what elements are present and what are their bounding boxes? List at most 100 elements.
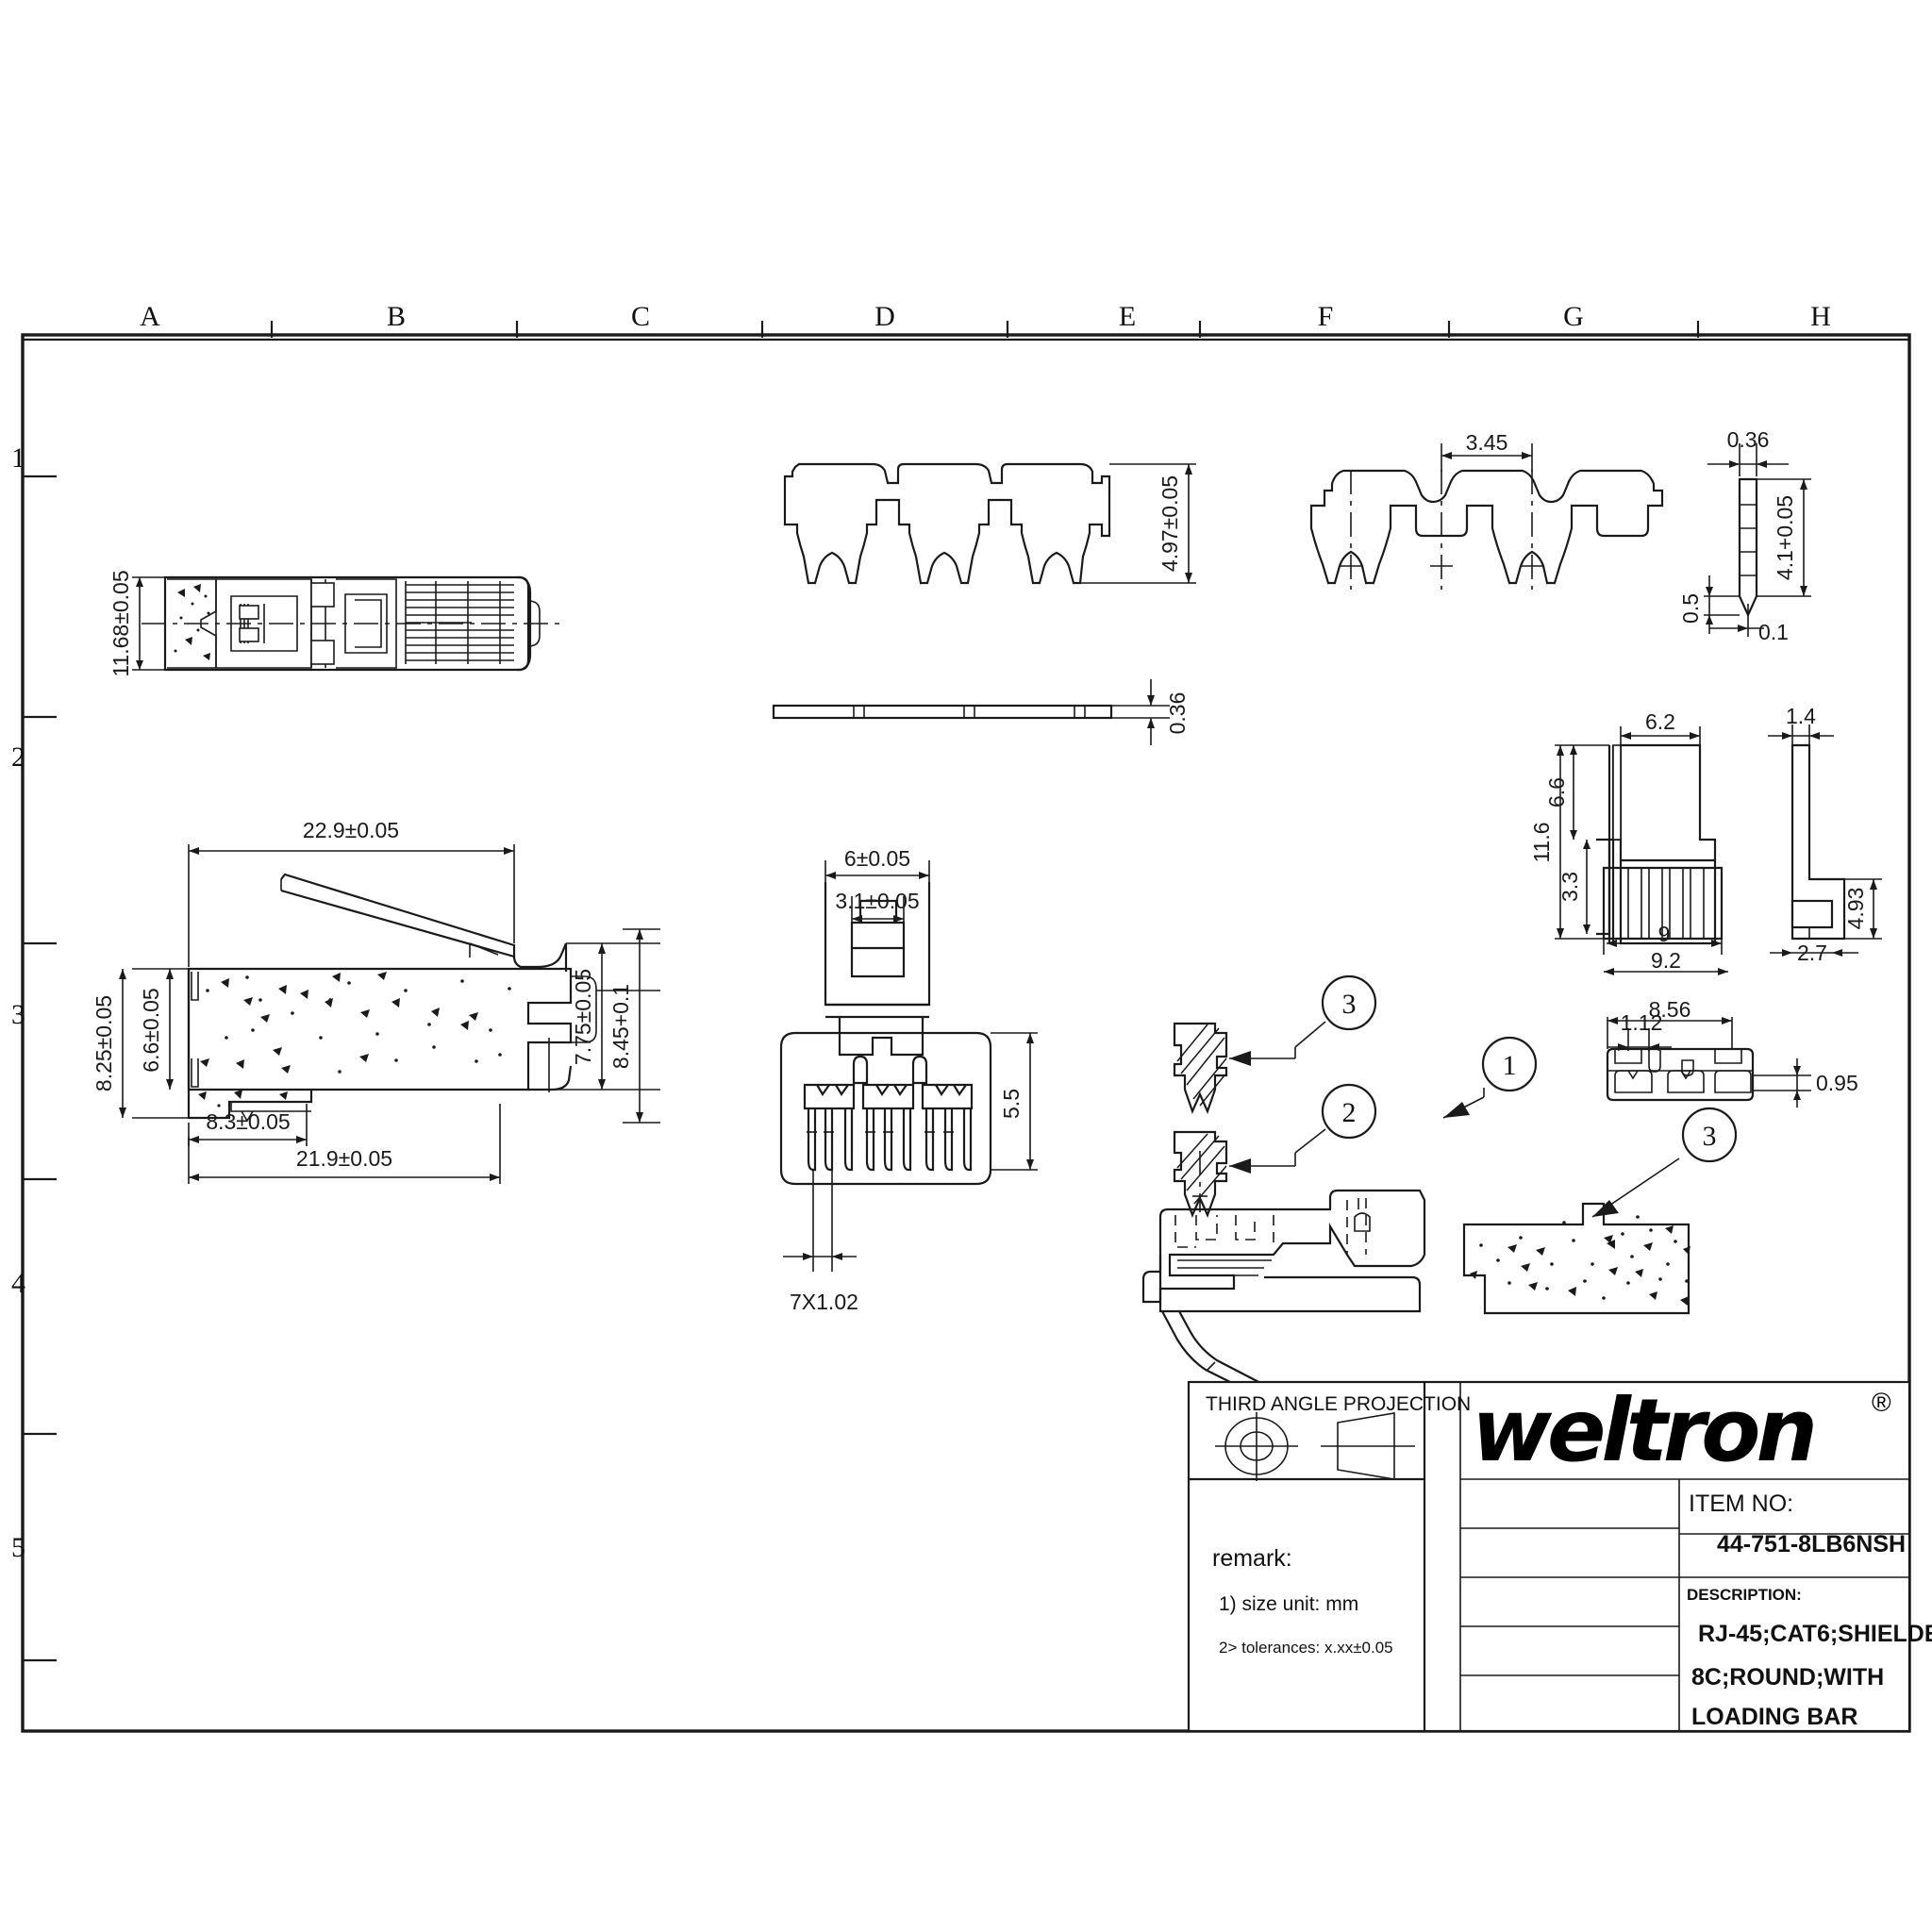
dim-label-side-inner-height: 6.6±0.05: [139, 988, 163, 1072]
grid-labels-top: A B C D E F G H: [140, 301, 1831, 332]
dim-label-strip-thickness: 0.36: [1165, 692, 1190, 735]
dim-label-front-latch-inner-width: 3.1±0.05: [835, 889, 919, 913]
contact-strip-thickness-view: [772, 704, 1170, 720]
grid-label-col-1: B: [387, 301, 406, 332]
dim-front-latch-inner-width: 3.1±0.05: [835, 889, 920, 923]
dim-label-lb-top-overall-width: 8.56: [1649, 997, 1691, 1022]
dim-label-lb-top-width: 6.2: [1645, 709, 1675, 734]
dim-lb-side-thickness: 1.4: [1768, 704, 1834, 747]
dim-lb-top-height: 6.6: [1544, 745, 1577, 840]
grid-label-col-4: E: [1119, 301, 1136, 332]
grid-label-col-5: F: [1318, 301, 1334, 332]
dim-lb-overall-height: 11.6: [1529, 744, 1609, 940]
dim-label-front-contact-height: 5.5: [999, 1089, 1024, 1119]
registered-trademark-symbol: ®: [1872, 1388, 1891, 1417]
contact-profile-view: 0.36 4.1+0.05 0.5 0.1: [1678, 427, 1811, 644]
grid-label-col-2: C: [631, 301, 650, 332]
description-line-1: 8C;ROUND;WITH: [1691, 1664, 1884, 1690]
title-block: THIRD ANGLE PROJECTION remark: 1) size u…: [1187, 1380, 1932, 1733]
dim-strip-height: 4.97±0.05: [1158, 464, 1192, 583]
cable-boot-section-view: [1462, 1202, 1690, 1315]
boot-speckle-texture: [1470, 1215, 1690, 1306]
balloon-label-3-right: 3: [1703, 1121, 1717, 1152]
dim-front-pitch: 7X1.02: [783, 1170, 858, 1314]
remark-line-0: 1) size unit: mm: [1219, 1593, 1358, 1615]
dim-label-profile-height: 4.1+0.05: [1773, 495, 1797, 580]
dim-label-side-overall-height: 8.25±0.05: [92, 995, 116, 1091]
item-no-label: ITEM NO:: [1689, 1491, 1793, 1517]
dim-label-strip-height: 4.97±0.05: [1158, 475, 1182, 572]
dim-label-lb-side-thickness: 1.4: [1786, 704, 1816, 728]
dim-front-latch-width: 6±0.05: [824, 846, 930, 887]
dim-label-lb-top-slot-width: 1.12: [1621, 1010, 1663, 1035]
dim-label-profile-tip-width: 0.1: [1758, 620, 1789, 644]
dim-label-profile-tip-height: 0.5: [1678, 593, 1703, 624]
dim-contact-pitch: 3.45: [1441, 430, 1533, 472]
dim-label-side-front-length: 8.3±0.05: [206, 1109, 290, 1134]
grid-label-row-3: 4: [11, 1268, 25, 1299]
balloon-label-1: 1: [1503, 1050, 1517, 1081]
grid-ticks-left: [23, 475, 57, 1662]
dim-label-front-pitch: 7X1.02: [790, 1290, 858, 1314]
dim-lb-overall-width: 9.2: [1604, 948, 1728, 975]
plug-side-section-view: [132, 873, 660, 1123]
leader-balloon-3-right: 3: [1591, 1107, 1738, 1218]
dim-label-lb-side-step: 2.7: [1797, 941, 1827, 965]
grid-label-col-6: G: [1563, 301, 1584, 332]
dim-label-lb-overall-width: 9.2: [1651, 948, 1681, 973]
dim-lb-top-depth: 0.95: [1793, 1058, 1858, 1108]
dim-lb-top-width: 6.2: [1620, 709, 1701, 747]
loading-bar-side-view: [1790, 743, 1882, 941]
remark-heading: remark:: [1212, 1545, 1292, 1572]
leader-balloon-2: 2: [1229, 1083, 1377, 1174]
contact-strip-front-view: [783, 462, 1196, 585]
dim-lb-top-slot-width: 1.12: [1607, 1010, 1672, 1051]
dim-label-lb-side-height: 4.93: [1843, 888, 1868, 930]
plug-top-view: [142, 575, 561, 672]
dim-label-lb-lower-height: 3.3: [1557, 872, 1582, 902]
dim-label-lb-overall-height: 11.6: [1529, 822, 1554, 862]
dim-front-contact-height: 5.5: [999, 1033, 1034, 1170]
dim-lb-body-width: 9: [1607, 922, 1722, 947]
material-speckle-texture: [174, 584, 210, 660]
balloon-label-2: 2: [1342, 1097, 1357, 1128]
plug-front-view: [779, 882, 1038, 1186]
description-line-0: RJ-45;CAT6;SHIELDED;: [1698, 1621, 1932, 1647]
grid-label-col-3: D: [874, 301, 895, 332]
leader-balloon-1: 1: [1442, 1036, 1538, 1119]
dim-label-top-view-height: 11.68±0.05: [108, 570, 133, 676]
description-line-2: LOADING BAR: [1691, 1704, 1857, 1730]
dim-label-side-overall-length: 22.9±0.05: [303, 818, 399, 842]
brand-name: weltron: [1472, 1380, 1813, 1481]
dim-label-lb-top-height: 6.6: [1544, 777, 1569, 808]
grid-label-row-4: 5: [11, 1532, 25, 1563]
description-label: DESCRIPTION:: [1687, 1586, 1802, 1604]
loading-bar-top-view: [1606, 1047, 1811, 1102]
grid-label-row-0: 1: [11, 442, 25, 474]
third-angle-projection-label: THIRD ANGLE PROJECTION: [1206, 1393, 1471, 1415]
dim-side-inner-height: 6.6±0.05: [139, 969, 174, 1090]
grid-labels-left: 1 2 3 4 5: [11, 442, 25, 1563]
contact-strip-detail-view: [1309, 469, 1664, 590]
item-no-value: 44-751-8LB6NSH: [1717, 1531, 1906, 1557]
dim-top-view-height: 11.68±0.05: [108, 570, 165, 677]
dim-strip-thickness: 0.36: [1147, 679, 1190, 745]
third-angle-projection-symbol: [1215, 1412, 1415, 1481]
dim-label-lb-top-depth: 0.95: [1816, 1071, 1858, 1095]
dim-lb-side-step: 2.7: [1770, 941, 1858, 965]
grid-label-row-2: 3: [11, 999, 25, 1030]
dim-side-overall-length: 22.9±0.05: [188, 818, 515, 967]
weltron-logo: weltron ®: [1472, 1380, 1891, 1481]
dim-lb-top-overall-width: 8.56: [1607, 997, 1733, 1049]
grid-ticks-top: [270, 321, 1700, 338]
dim-label-side-total-height: 8.45+0.1: [608, 984, 633, 1069]
dim-label-side-body-length: 21.9±0.05: [296, 1146, 392, 1171]
dim-side-overall-height: 8.25±0.05: [92, 969, 126, 1118]
dim-label-profile-width: 0.36: [1727, 427, 1770, 452]
dim-label-contact-pitch: 3.45: [1466, 430, 1508, 455]
dim-label-side-nose-height: 7.75±0.05: [571, 969, 595, 1065]
balloon-label-3-top: 3: [1342, 989, 1357, 1020]
dim-side-nose-height: 7.75±0.05: [571, 943, 606, 1090]
dim-lb-lower-height: 3.3: [1557, 840, 1591, 934]
